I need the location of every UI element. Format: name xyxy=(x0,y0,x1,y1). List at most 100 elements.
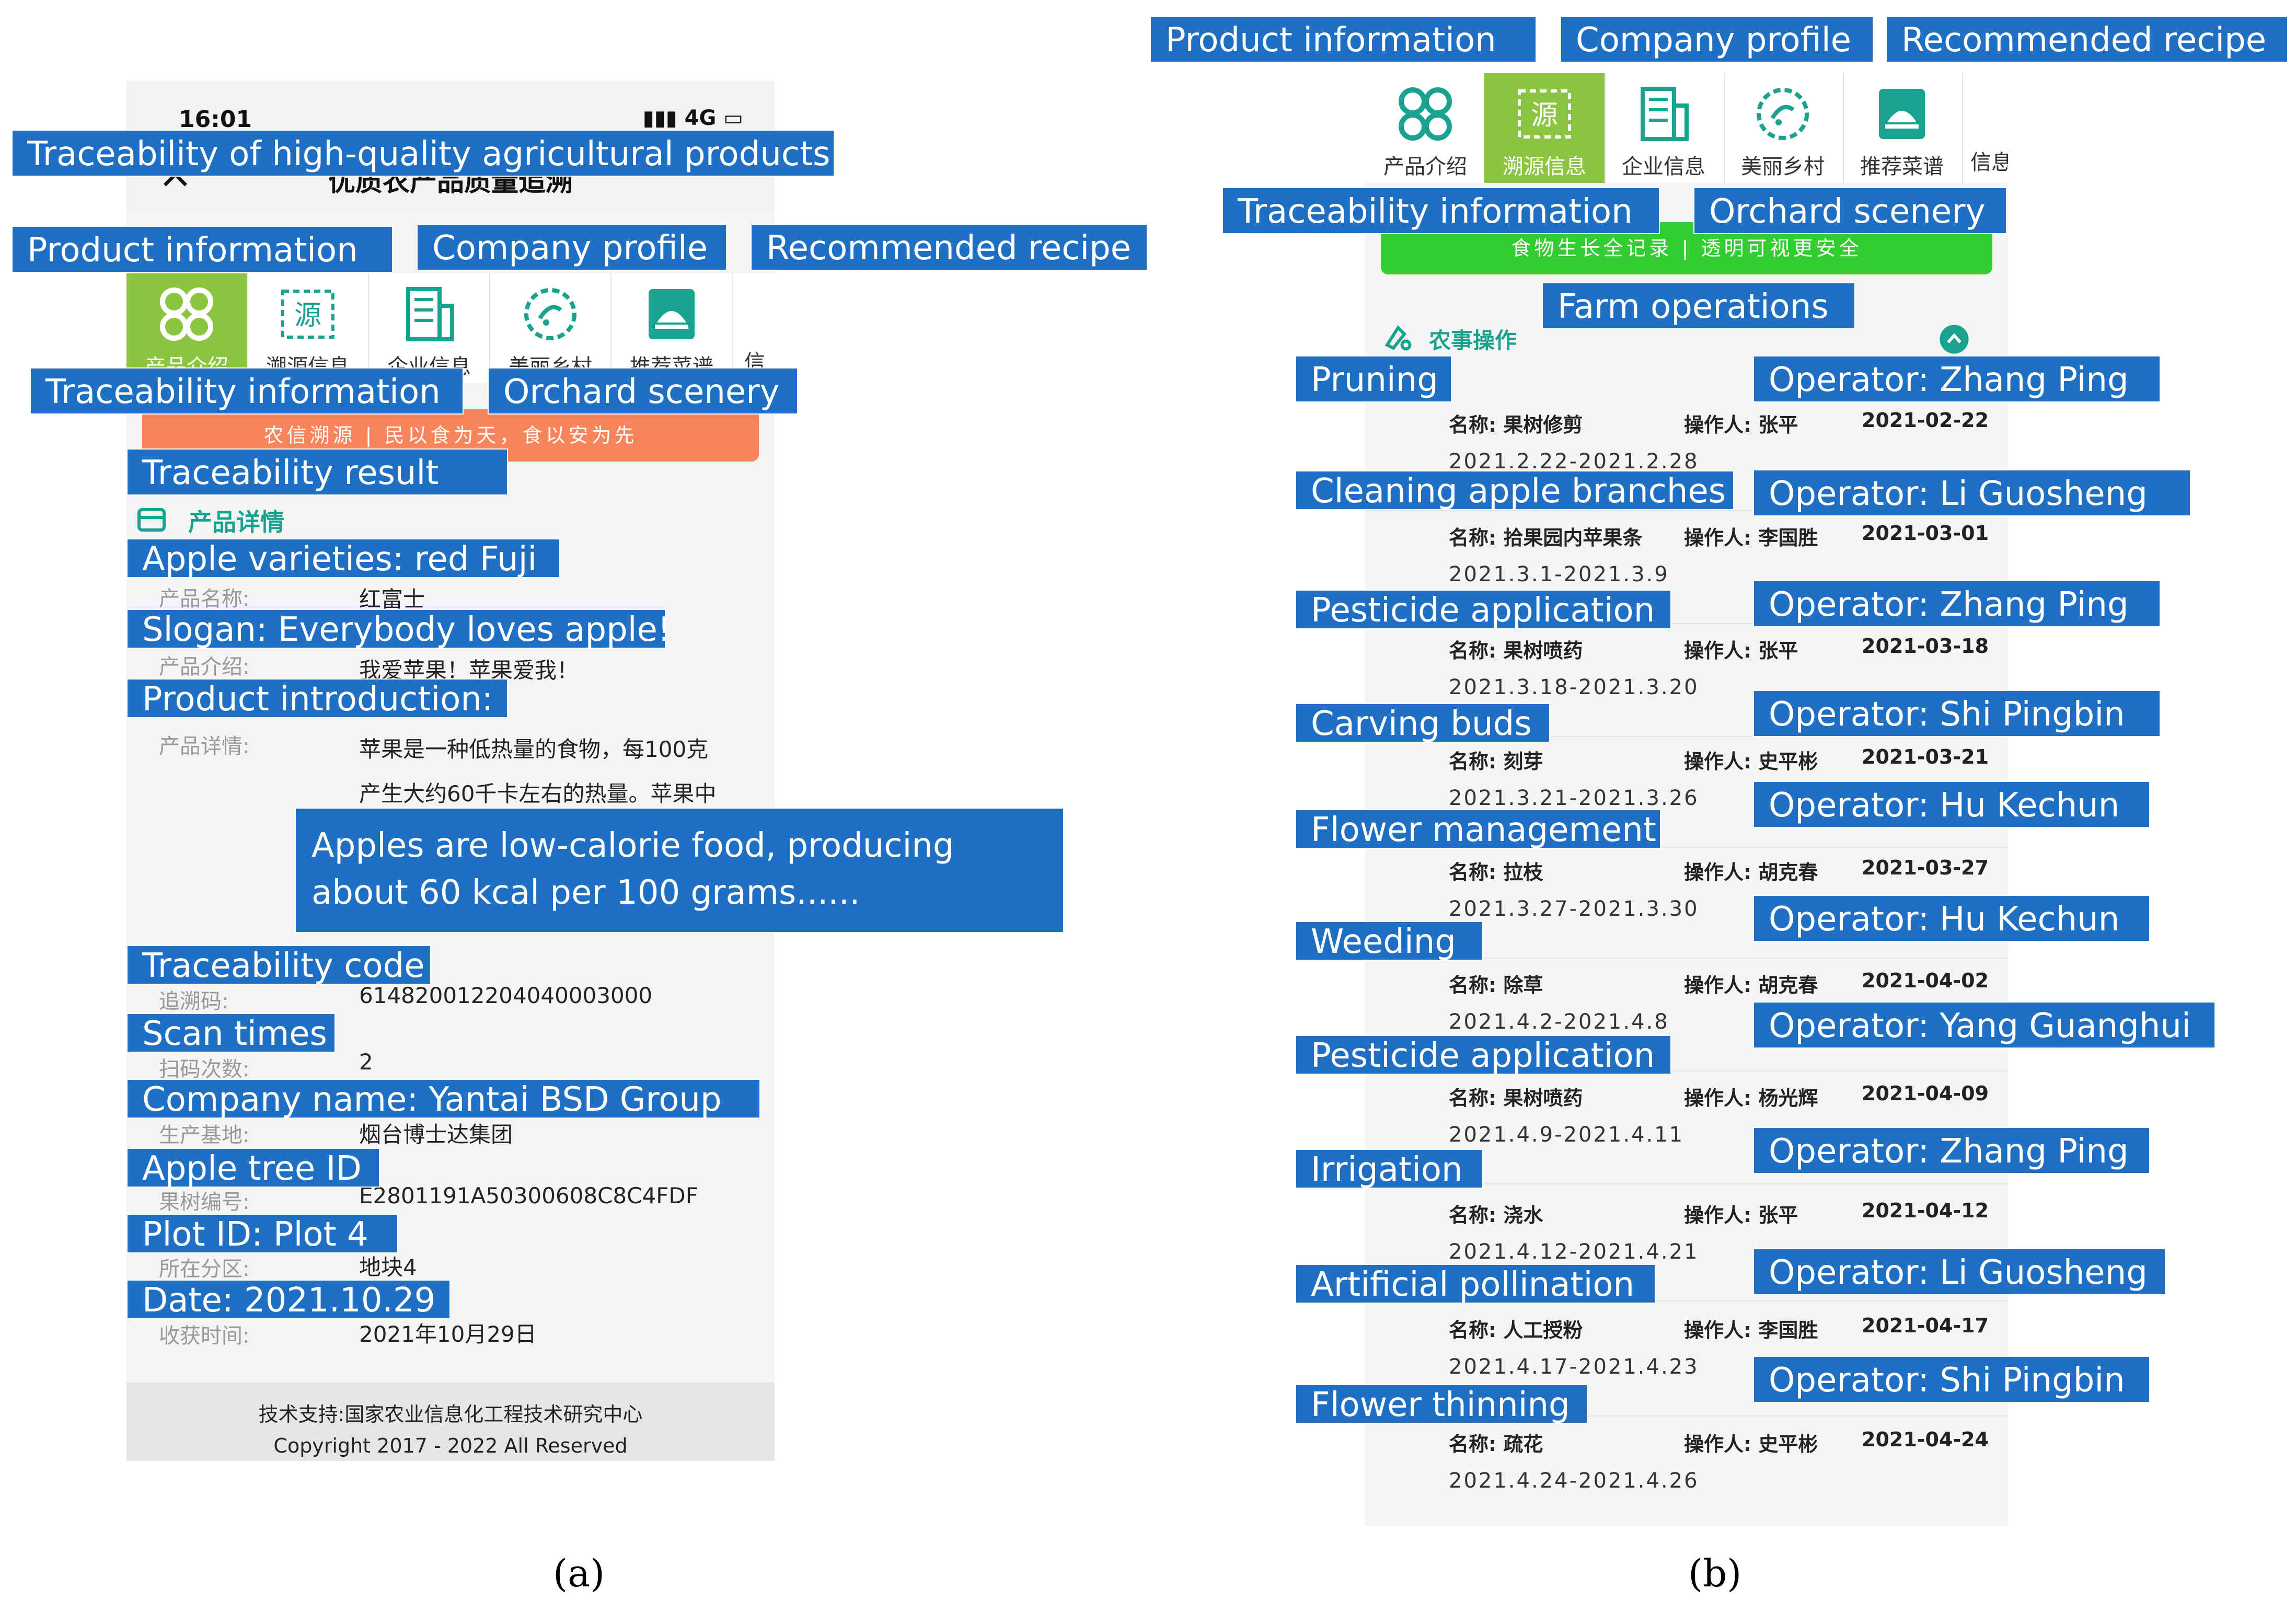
operation-row: 名称: 拾果园内苹果条 操作人: 李国胜 2021-03-01 2021.3.1… xyxy=(1365,510,2008,624)
row-key: 收获时间: xyxy=(159,1324,250,1348)
annotation: Operator: Shi Pingbin xyxy=(1753,690,2161,737)
nav-bar: 产品介绍 源 溯源信息 企业信息 美丽乡村 推荐菜谱 信息 xyxy=(1365,73,2008,183)
village-icon xyxy=(1757,88,1809,140)
op-person: 操作人: 史平彬 xyxy=(1684,750,1818,773)
op-person: 操作人: 胡克春 xyxy=(1684,861,1818,884)
row-value: 2021年10月29日 xyxy=(359,1321,537,1347)
row-value: 苹果是一种低热量的食物，每100克 xyxy=(359,736,709,762)
operation-row: 名称: 除草 操作人: 胡克春 2021-04-02 2021.4.2-2021… xyxy=(1365,958,2008,1072)
status-time: 16:01 xyxy=(179,106,252,133)
tab-traceability[interactable]: 源 溯源信息 xyxy=(248,273,369,383)
row-value: 614820012204040003000 xyxy=(359,983,653,1008)
caption-b: (b) xyxy=(1688,1551,1742,1595)
annotation: Slogan: Everybody loves apple! xyxy=(126,609,671,649)
operation-row: 名称: 果树喷药 操作人: 杨光辉 2021-04-09 2021.4.9-20… xyxy=(1365,1070,2008,1184)
village-icon xyxy=(524,288,576,340)
row-key: 生产基地: xyxy=(159,1123,250,1147)
box-icon xyxy=(137,508,166,532)
recipe-icon xyxy=(649,289,695,339)
row-key: 果树编号: xyxy=(159,1190,250,1214)
annotation: Carving buds xyxy=(1295,703,1550,743)
op-person: 操作人: 杨光辉 xyxy=(1684,1087,1818,1110)
op-range: 2021.3.27-2021.3.30 xyxy=(1449,897,1699,921)
row-value: E2801191A50300608C8C4FDF xyxy=(359,1183,698,1208)
tab-village[interactable]: 美丽乡村 xyxy=(1723,73,1844,183)
status-bar: 16:01 ▮▮▮ 4G ▭ xyxy=(126,81,775,139)
annotation: Cleaning apple branches xyxy=(1295,470,1734,511)
tab-village[interactable]: 美丽乡村 xyxy=(490,273,612,383)
op-date: 2021-03-21 xyxy=(1862,745,1989,768)
footer-support-text: 技术支持:国家农业信息化工程技术研究中心 xyxy=(258,1403,643,1426)
op-name: 名称: 拉枝 xyxy=(1449,861,1543,884)
op-range: 2021.4.12-2021.4.21 xyxy=(1449,1240,1699,1264)
annotation: Pesticide application xyxy=(1295,1035,1671,1075)
op-name: 名称: 浇水 xyxy=(1449,1204,1543,1227)
row-value: 烟台博士达集团 xyxy=(359,1122,513,1147)
op-person: 操作人: 胡克春 xyxy=(1684,974,1818,997)
op-range: 2021.3.18-2021.3.20 xyxy=(1449,675,1699,699)
row-key: 扫码次数: xyxy=(159,1057,250,1081)
op-name: 名称: 刻芽 xyxy=(1449,750,1543,773)
tab-info[interactable]: 信息 xyxy=(1961,73,2008,183)
tab-label: 产品介绍 xyxy=(1383,155,1467,179)
row-value: 产生大约60千卡左右的热量。苹果中 xyxy=(359,781,717,807)
tab-recipe[interactable]: 推荐菜谱 xyxy=(612,273,733,383)
op-name: 名称: 拾果园内苹果条 xyxy=(1449,526,1643,549)
op-person: 操作人: 史平彬 xyxy=(1684,1433,1818,1456)
annotation: Orchard scenery xyxy=(488,367,798,414)
op-range: 2021.4.24-2021.4.26 xyxy=(1449,1469,1699,1493)
annotation: Pesticide application xyxy=(1295,590,1671,630)
op-name: 名称: 果树喷药 xyxy=(1449,639,1583,662)
tab-product-info[interactable]: 产品介绍 xyxy=(126,273,248,383)
op-range: 2021.4.17-2021.4.23 xyxy=(1449,1355,1699,1379)
annotation: Company name: Yantai BSD Group xyxy=(126,1079,760,1119)
clover-icon xyxy=(1399,87,1452,141)
operation-row: 名称: 疏花 操作人: 史平彬 2021-04-24 2021.4.24-202… xyxy=(1365,1417,2008,1526)
annotation: Traceability of high-quality agricultura… xyxy=(11,130,835,177)
annotation: Pruning xyxy=(1295,355,1452,402)
op-person: 操作人: 张平 xyxy=(1684,413,1798,436)
farm-operations-icon xyxy=(1384,325,1412,351)
annotation: Operator: Li Guosheng xyxy=(1753,1248,2166,1295)
op-date: 2021-04-09 xyxy=(1862,1082,1989,1105)
annotation: Recommended recipe xyxy=(1886,16,2288,63)
op-date: 2021-02-22 xyxy=(1862,409,1989,432)
tab-company[interactable]: 企业信息 xyxy=(369,273,490,383)
annotation: Scan times xyxy=(126,1013,336,1053)
nav-bar: 产品介绍 源 溯源信息 企业信息 美丽乡村 推荐菜谱 信 xyxy=(126,273,775,383)
annotation: Product introduction: xyxy=(126,678,508,719)
tab-label: 溯源信息 xyxy=(1503,155,1586,179)
tab-recipe[interactable]: 推荐菜谱 xyxy=(1842,73,1963,183)
annotation: Product information xyxy=(11,226,393,273)
source-icon: 源 xyxy=(1518,89,1571,139)
tab-traceability[interactable]: 源 溯源信息 xyxy=(1484,73,1606,183)
annotation: Operator: Yang Guanghui xyxy=(1753,1001,2216,1049)
building-icon xyxy=(1641,87,1689,141)
tab-info[interactable]: 信 xyxy=(733,273,775,383)
annotation: Irrigation xyxy=(1295,1149,1483,1189)
op-date: 2021-03-01 xyxy=(1862,522,1989,545)
footer: 技术支持:国家农业信息化工程技术研究中心 Copyright 2017 - 20… xyxy=(126,1383,775,1461)
row-key: 所在分区: xyxy=(159,1257,250,1281)
annotation: Traceability code xyxy=(126,945,431,985)
op-name: 名称: 除草 xyxy=(1449,974,1543,997)
op-person: 操作人: 李国胜 xyxy=(1684,526,1818,549)
row-key: 产品详情: xyxy=(159,734,250,758)
op-date: 2021-03-27 xyxy=(1862,856,1989,879)
tab-company[interactable]: 企业信息 xyxy=(1603,73,1725,183)
annotation: Operator: Zhang Ping xyxy=(1753,1127,2150,1174)
op-range: 2021.4.2-2021.4.8 xyxy=(1449,1010,1669,1034)
tab-product-info[interactable]: 产品介绍 xyxy=(1365,73,1486,183)
annotation: Company profile xyxy=(417,224,727,271)
op-person: 操作人: 李国胜 xyxy=(1684,1319,1818,1342)
annotation: Traceability information xyxy=(1222,187,1660,234)
op-name: 名称: 果树喷药 xyxy=(1449,1087,1583,1110)
op-name: 名称: 疏花 xyxy=(1449,1433,1543,1456)
signal-battery-icon: ▮▮▮ 4G ▭ xyxy=(642,106,743,130)
annotation: Orchard scenery xyxy=(1693,187,2007,234)
annotation: Operator: Li Guosheng xyxy=(1753,469,2191,516)
operation-row: 名称: 浇水 操作人: 张平 2021-04-12 2021.4.12-2021… xyxy=(1365,1188,2008,1302)
chevron-up-icon[interactable] xyxy=(1939,324,1969,354)
annotation: Recommended recipe xyxy=(751,224,1148,271)
op-person: 操作人: 张平 xyxy=(1684,639,1798,662)
